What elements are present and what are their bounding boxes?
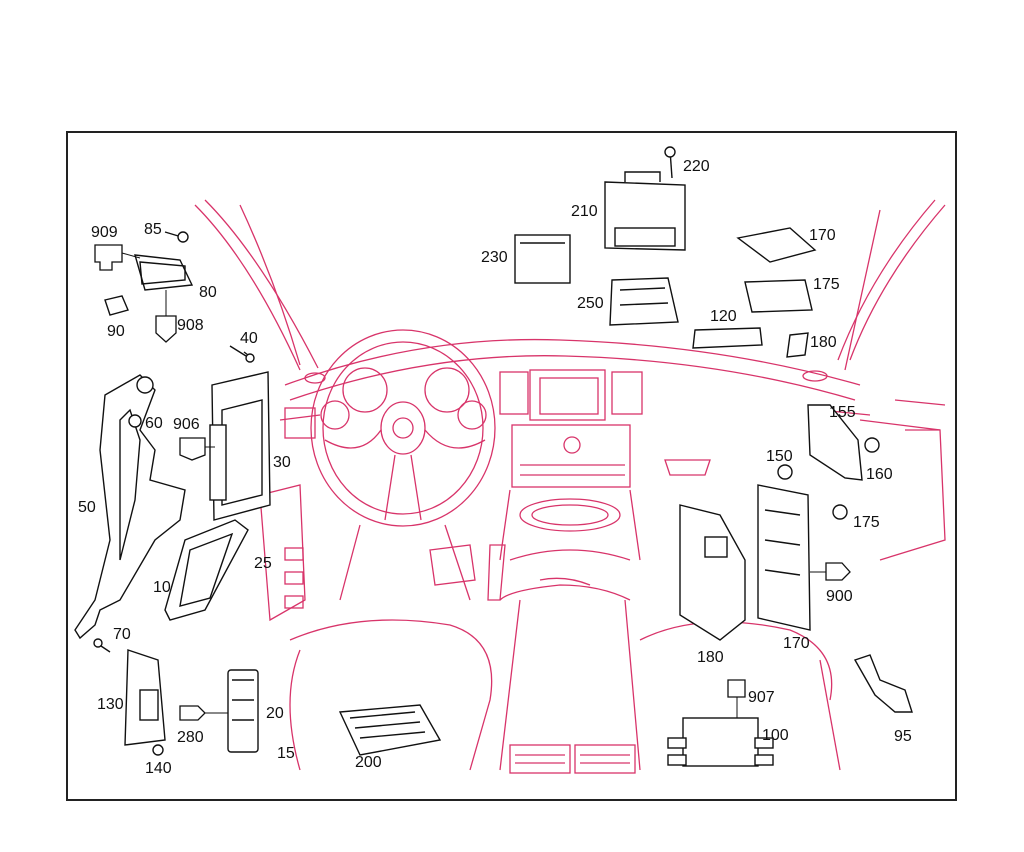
callout-155: 160 [866, 466, 893, 483]
callout-130: 130 [97, 696, 124, 713]
callout-260: 220 [683, 158, 710, 175]
part-100-control-unit [682, 717, 759, 767]
callout-210: 175 [813, 276, 840, 293]
callout-10: 10 [153, 579, 171, 596]
callout-120: 120 [710, 308, 737, 325]
part-155-nut [864, 437, 880, 453]
callout-70: 70 [113, 626, 131, 643]
connector-909 [94, 244, 123, 271]
part-175-screw [832, 504, 848, 520]
callout-250: 210 [571, 203, 598, 220]
part-50-bracket [74, 374, 186, 640]
callout-200: 170 [809, 227, 836, 244]
callout-270: 230 [481, 249, 508, 266]
part-90-fuse [104, 295, 129, 316]
part-280-module [609, 277, 679, 326]
part-160-bracket [807, 404, 863, 481]
callouts: 909 85 80 90 908 40 60 906 30 50 25 10 7… [78, 158, 912, 777]
parts-artwork [74, 146, 913, 767]
part-60-nut [128, 414, 142, 428]
part-230-control-unit [338, 704, 442, 756]
connector-symbols [94, 244, 851, 721]
callout-15: 15 [277, 745, 295, 762]
callout-905: 900 [826, 588, 853, 605]
callout-95: 95 [894, 728, 912, 745]
callout-900: 280 [177, 729, 204, 746]
part-150-screw [777, 464, 793, 480]
part-120-connector [692, 327, 763, 349]
connector-907 [727, 679, 746, 698]
callout-85: 85 [144, 221, 162, 238]
callout-140: 140 [145, 760, 172, 777]
callout-100: 100 [762, 727, 789, 744]
callout-907: 907 [748, 689, 775, 706]
part-180-control-unit [679, 504, 746, 641]
callout-40: 40 [240, 330, 258, 347]
callout-25: 25 [254, 555, 272, 572]
callout-170-label: 170 [783, 635, 810, 652]
callout-20: 20 [266, 705, 284, 722]
part-80-relay-holder [134, 254, 194, 291]
callout-50: 50 [78, 499, 96, 516]
part-200-unit [736, 227, 817, 263]
callout-230: 200 [355, 754, 382, 771]
connector-900 [179, 705, 206, 721]
leader-lines [121, 252, 826, 718]
callout-175-label: 175 [853, 514, 880, 531]
part-95-module [853, 654, 913, 713]
callout-90: 90 [107, 323, 125, 340]
callout-80: 80 [199, 284, 217, 301]
callout-280: 250 [577, 295, 604, 312]
callout-220: 180 [810, 334, 837, 351]
callout-909: 909 [91, 224, 118, 241]
part-220-cover [786, 332, 809, 358]
callout-60: 60 [145, 415, 163, 432]
connector-906 [179, 437, 206, 461]
part-140-nut [152, 744, 164, 756]
callout-30: 30 [273, 454, 291, 471]
part-20-control-unit [227, 669, 259, 753]
callout-180-label: 180 [697, 649, 724, 666]
connector-908 [155, 315, 177, 343]
callout-150: 150 [766, 448, 793, 465]
callout-160: 155 [829, 404, 856, 421]
callout-906: 906 [173, 416, 200, 433]
callout-908: 908 [177, 317, 204, 334]
part-170-control-unit [757, 484, 811, 631]
part-270-module [514, 234, 571, 284]
diagram-frame [66, 131, 957, 801]
connector-905 [825, 562, 851, 581]
part-210-filter [744, 279, 813, 313]
